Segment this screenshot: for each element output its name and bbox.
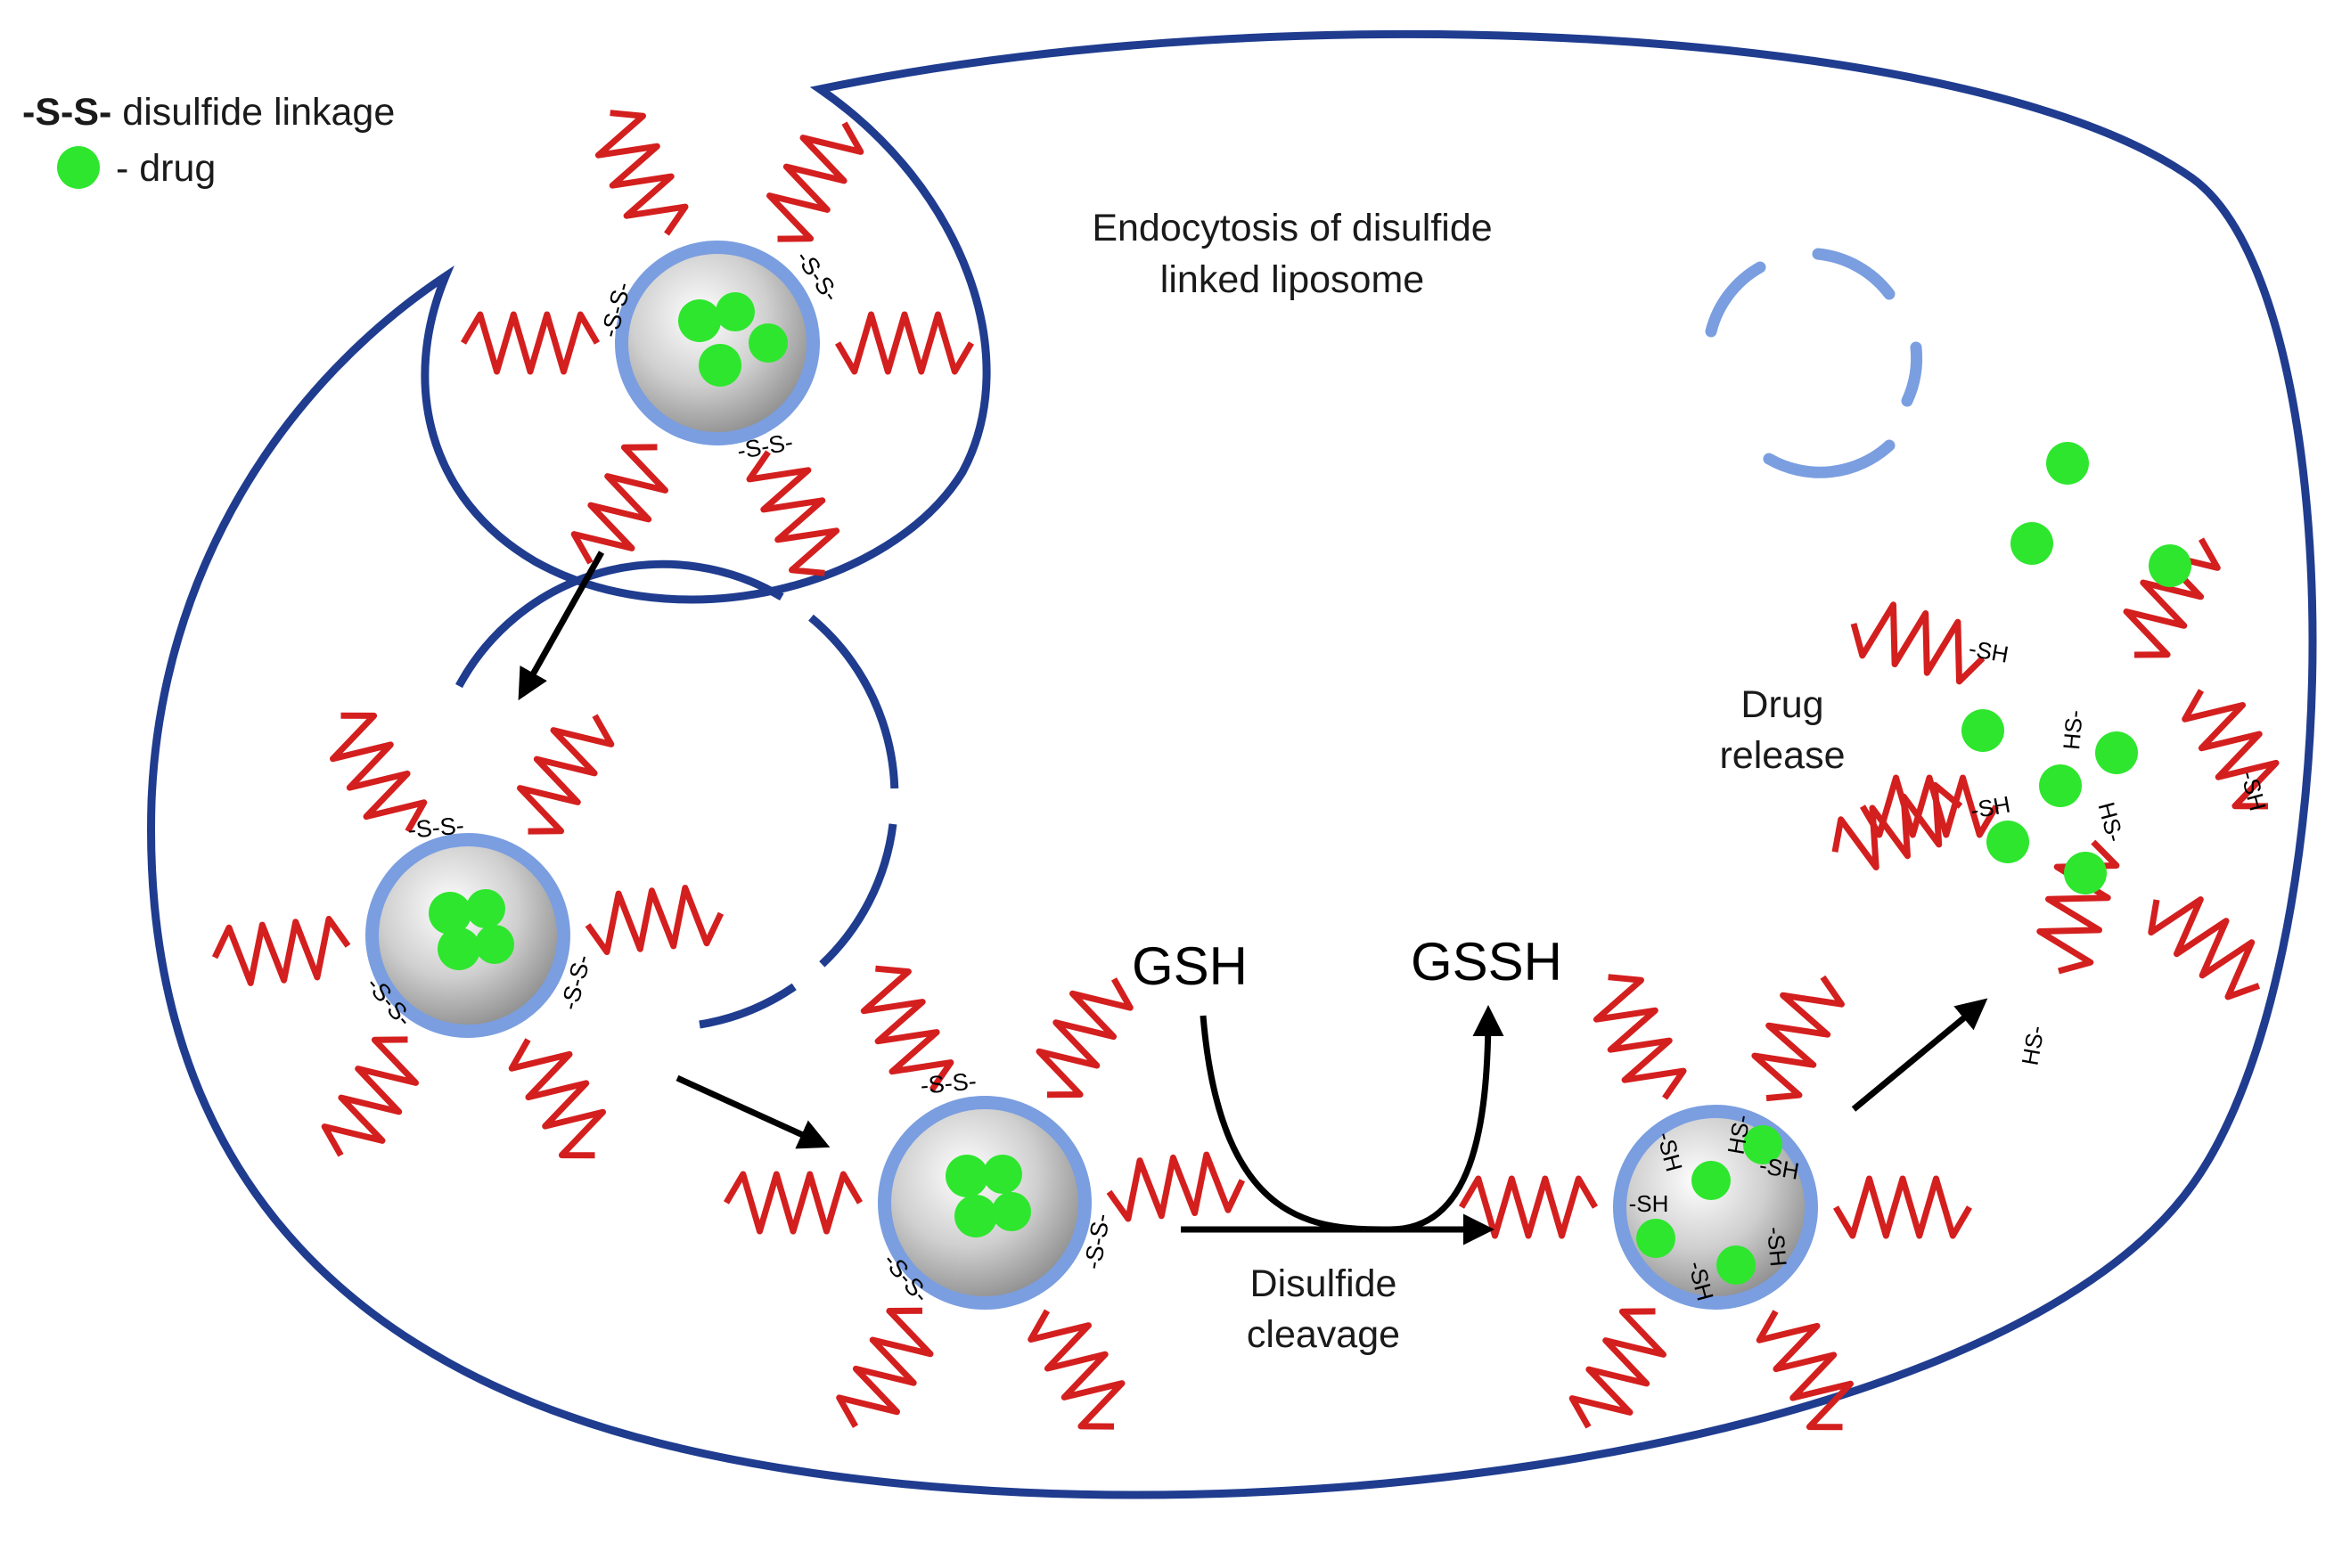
polymer-chain	[460, 311, 601, 375]
released-drugs	[1961, 442, 2191, 894]
polymer-chain	[1751, 975, 1845, 1102]
polymer-chain	[1756, 1310, 1854, 1431]
broken-endosome	[1705, 248, 1923, 478]
drug-cluster	[429, 889, 514, 970]
polymer-chain	[1028, 1309, 1126, 1430]
thiol-label: -SH	[1629, 1190, 1669, 1217]
drug-particles	[1636, 1125, 1782, 1285]
arrow-to-release	[1851, 998, 1988, 1112]
polymer-chain	[1850, 601, 1986, 685]
liposome-invaginating	[460, 110, 975, 576]
gsh-label: GSH	[1132, 936, 1248, 996]
polymer-chain	[1832, 1175, 1973, 1239]
polymer-chain	[2182, 689, 2280, 810]
polymer-chains	[460, 110, 975, 576]
legend-disulfide-text: disulfide linkage	[111, 91, 395, 134]
thiol-label: -SH	[1969, 790, 2012, 823]
endocytosis-label-1: Endocytosis of disulfide	[1092, 207, 1492, 249]
polymer-chain	[594, 110, 689, 236]
liposome-in-endosome	[211, 712, 725, 1159]
legend-drug-text: - drug	[116, 147, 216, 190]
polymer-chain	[746, 450, 840, 576]
drug-cluster	[678, 292, 788, 387]
polymer-chain	[517, 714, 615, 835]
legend-disulfide: -S-S- disulfide linkage	[22, 91, 395, 134]
polymer-chain	[585, 885, 725, 955]
release-label-1: Drug	[1740, 683, 1823, 726]
polymer-chains	[723, 965, 1246, 1430]
liposome-cytoplasm	[723, 965, 1246, 1430]
legend-drug-icon	[57, 146, 100, 189]
thiol-label: -SH	[1762, 1226, 1792, 1268]
arrow-gsh-to-gssh	[1200, 1005, 1504, 1233]
polymer-chains	[1458, 974, 1973, 1431]
polymer-chain	[1593, 974, 1687, 1100]
thiol-label: HS-	[2092, 799, 2129, 845]
drug-cluster	[946, 1155, 1031, 1237]
polymer-chain	[508, 1038, 606, 1159]
cleavage-label-2: cleavage	[1247, 1313, 1400, 1356]
disulfide-bond-label: -S-S-	[920, 1067, 978, 1098]
thiol-label: HS-	[2016, 1024, 2049, 1067]
thiol-label: -SH	[1967, 634, 2010, 667]
endosome-vesicle	[455, 559, 899, 1029]
polymer-chain	[1568, 1308, 1666, 1429]
polymer-chain	[766, 121, 864, 242]
polymer-chain	[860, 965, 954, 1092]
polymer-chain	[2148, 896, 2261, 1000]
polymer-chain	[211, 916, 351, 986]
cleavage-label-1: Disulfide	[1250, 1262, 1397, 1305]
liposome-cleaved	[1458, 974, 1973, 1431]
release-label-2: release	[1719, 734, 1845, 777]
thiol-label: HS-	[2058, 709, 2088, 751]
polymer-chain	[2123, 537, 2221, 658]
released-chains	[1831, 537, 2280, 1000]
arrow-to-endosome	[518, 551, 605, 701]
polymer-chain	[1859, 774, 2000, 838]
polymer-chain	[1036, 977, 1134, 1098]
legend-symbol: -S-S-	[22, 91, 111, 134]
polymer-chain	[836, 1307, 934, 1428]
legend: -S-S- disulfide linkage - drug	[22, 91, 395, 190]
polymer-chain	[1458, 1175, 1599, 1239]
gssh-label: GSSH	[1411, 932, 1562, 992]
polymer-chain	[321, 1036, 419, 1157]
polymer-chains	[211, 712, 725, 1159]
polymer-chain	[330, 712, 428, 833]
polymer-chain	[723, 1171, 864, 1235]
polymer-chain	[570, 444, 668, 565]
polymer-chain	[834, 311, 975, 375]
polymer-chain	[1106, 1151, 1246, 1222]
disulfide-bond-label: -S-S-	[407, 812, 465, 843]
endocytosis-label-2: linked liposome	[1160, 258, 1424, 301]
arrow-to-cytoplasm	[676, 1074, 831, 1149]
cell-membrane	[147, 30, 2317, 1499]
